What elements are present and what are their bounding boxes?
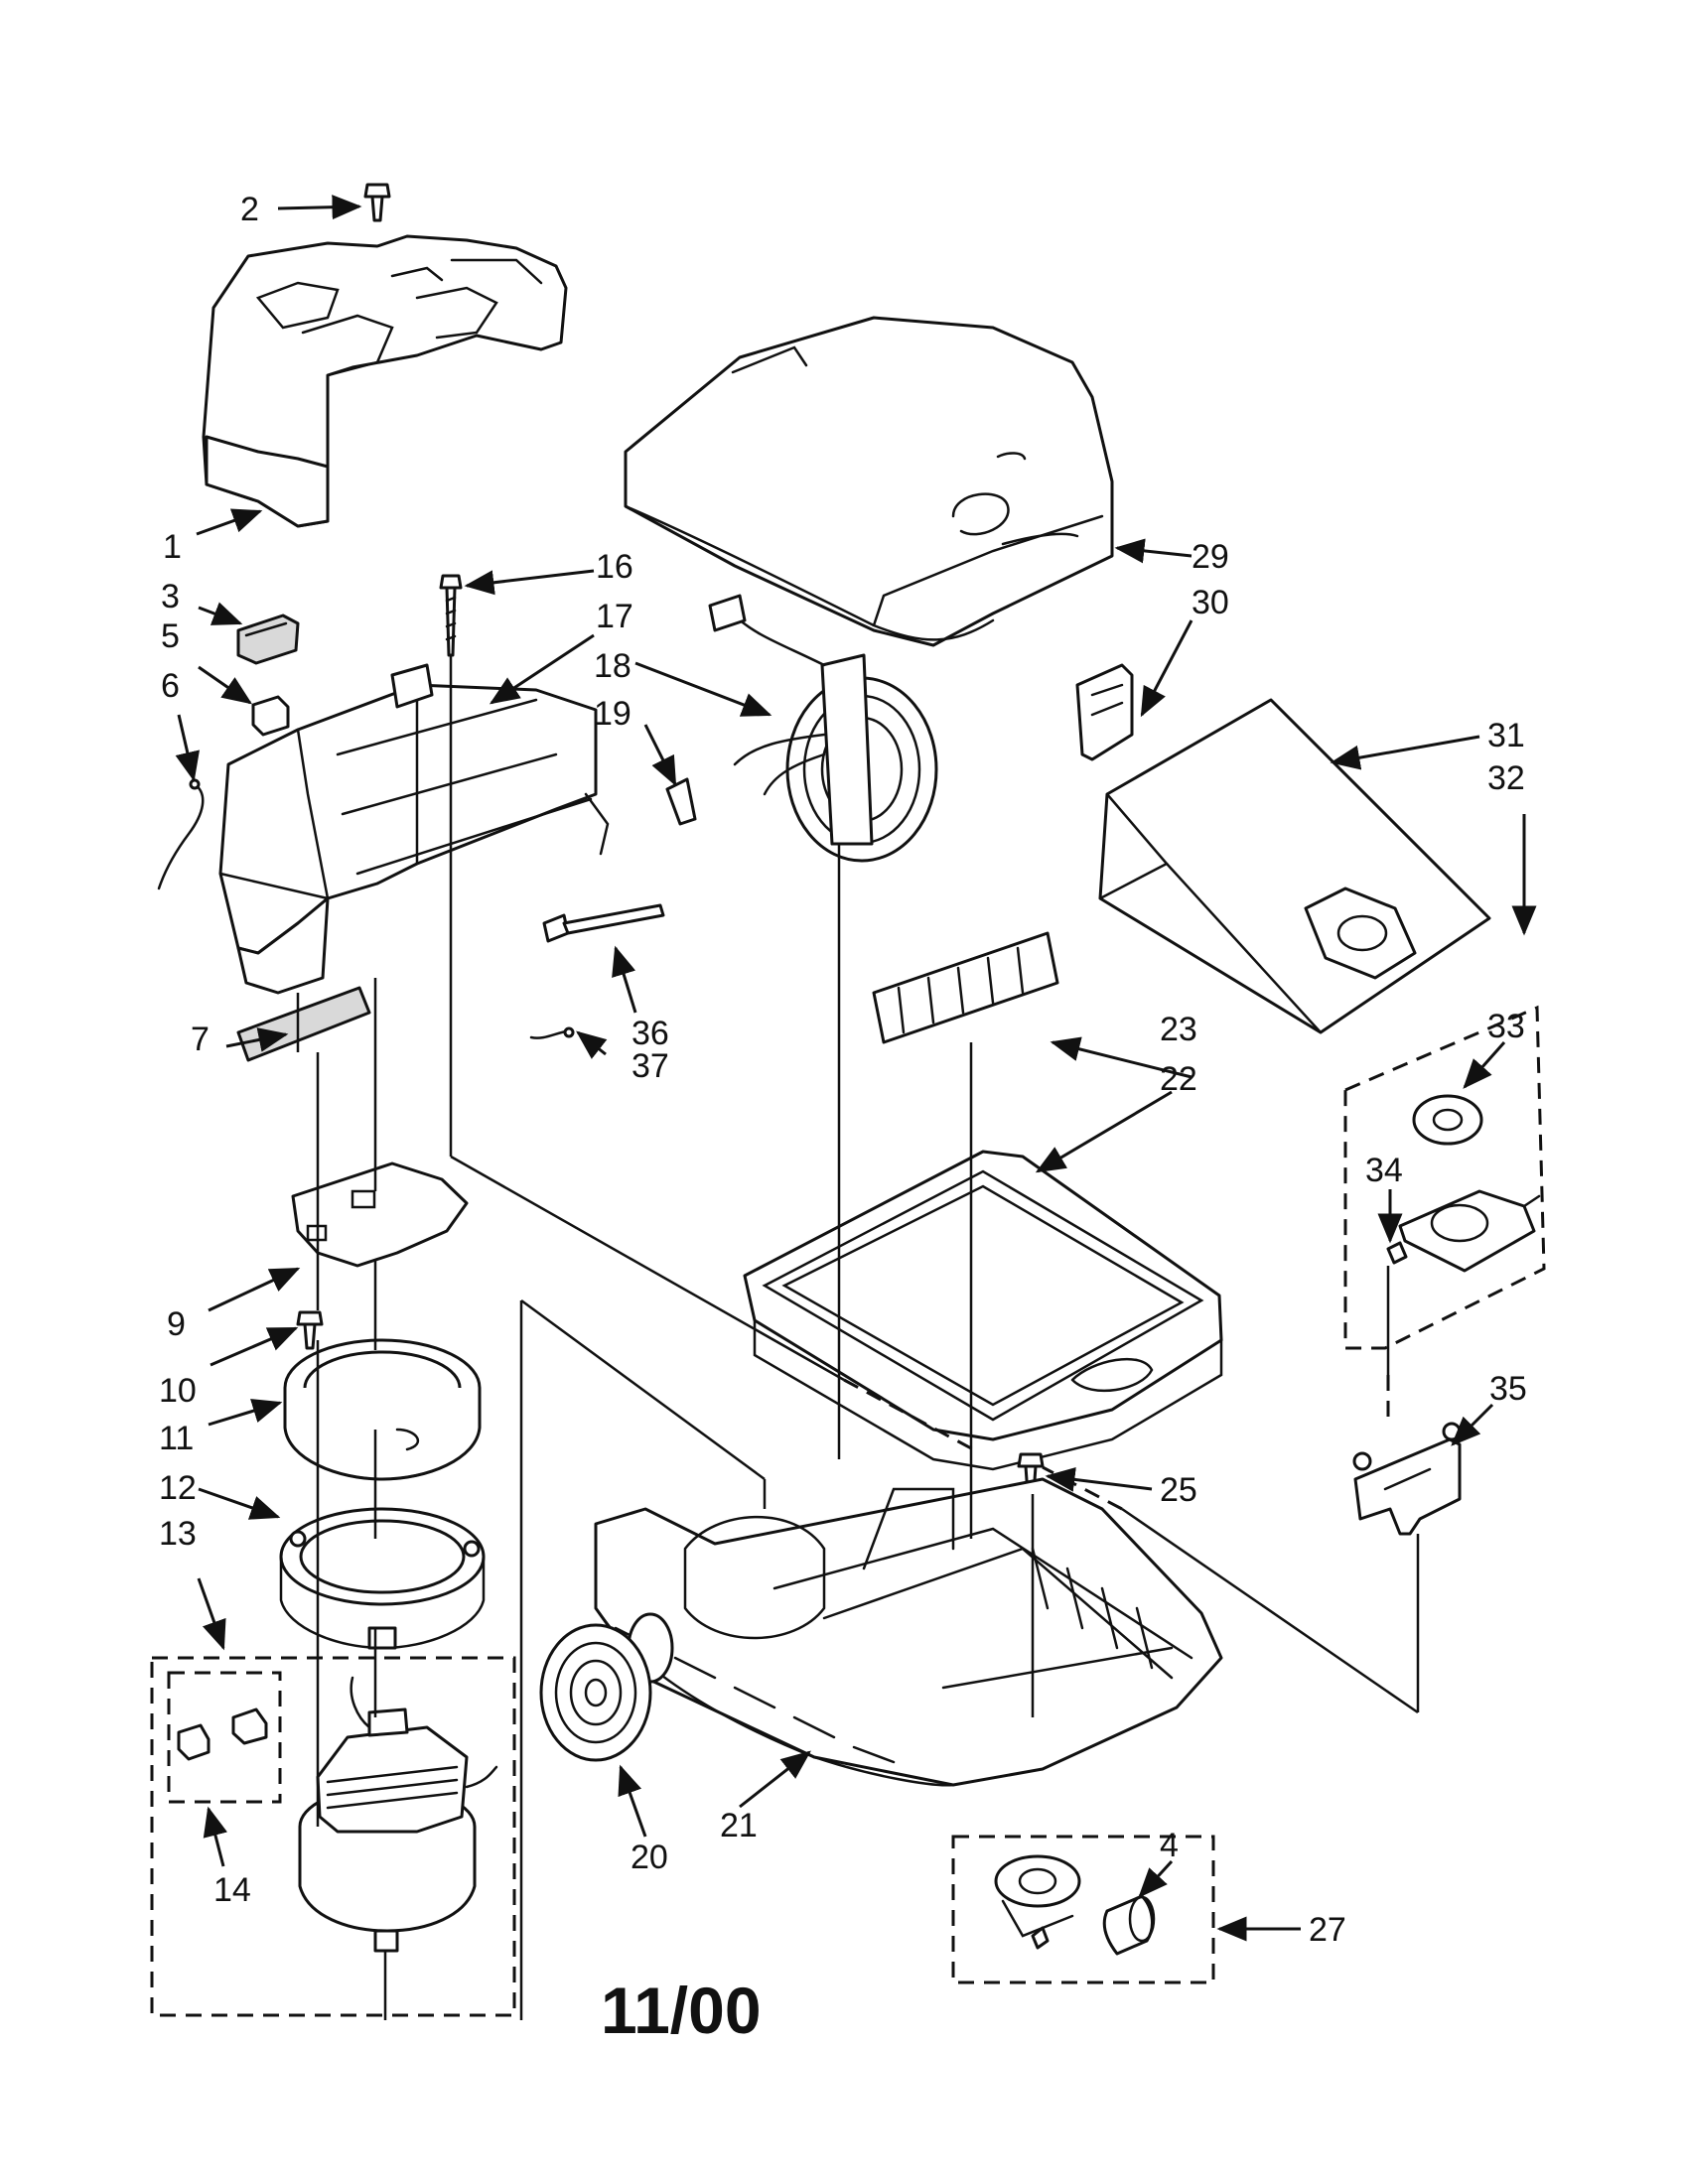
part-37-clip	[529, 1026, 575, 1039]
part-3-switch	[236, 614, 300, 665]
part-6-wire	[157, 778, 205, 890]
callout-11: 11	[159, 1420, 194, 1457]
part-22-grille	[872, 931, 1059, 1044]
callout-25: 25	[1160, 1471, 1197, 1509]
callout-30: 30	[1192, 584, 1229, 621]
part-18-cord-reel	[708, 594, 938, 863]
callout-16: 16	[596, 548, 633, 586]
callout-10: 10	[159, 1372, 197, 1410]
callout-13: 13	[159, 1515, 197, 1553]
callout-35: 35	[1489, 1370, 1527, 1408]
callout-1: 1	[163, 528, 182, 566]
part-7-filter-pad	[236, 986, 371, 1062]
part-16-screw	[439, 574, 463, 657]
callout-19: 19	[594, 695, 632, 733]
callout-6: 6	[161, 667, 180, 705]
part-12-motor-mount	[279, 1507, 486, 1650]
part-11-motor-ring	[283, 1338, 482, 1481]
callout-12: 12	[159, 1469, 197, 1507]
callout-32: 32	[1487, 759, 1525, 797]
callout-23: 23	[1160, 1011, 1197, 1048]
part-35-bag-bracket	[1352, 1422, 1462, 1536]
callout-36: 36	[632, 1015, 669, 1052]
group-13-motor-assembly-box	[150, 1656, 516, 2017]
part-34-spring	[1386, 1241, 1408, 1265]
callout-18: 18	[594, 647, 632, 685]
part-5-switch-bracket	[251, 695, 290, 737]
callout-4: 4	[1160, 1827, 1179, 1864]
callout-37: 37	[632, 1047, 669, 1085]
callout-33: 33	[1487, 1008, 1525, 1045]
part-21-base-housing	[594, 1477, 1223, 1787]
callout-labels: 2 1 3 5 6 7 9 10 11 12 13 14 16 17 18 19…	[159, 191, 1527, 2047]
part-14-brush-set	[177, 1707, 268, 1761]
callout-27: 27	[1309, 1911, 1346, 1949]
callout-31: 31	[1487, 717, 1525, 754]
callout-2: 2	[240, 191, 259, 228]
part-27-caster	[994, 1854, 1081, 1950]
part-13-motor	[298, 1676, 498, 1953]
callout-20: 20	[631, 1839, 668, 1876]
part-29-bag-cover	[624, 316, 1114, 647]
part-19-wire-connector	[665, 777, 697, 826]
assembly-guide-lines	[296, 655, 1420, 2020]
callout-3: 3	[161, 578, 180, 615]
part-17-motor-housing	[218, 663, 610, 995]
part-20-wheel	[539, 1623, 652, 1762]
part-30-bag-holder	[1075, 663, 1134, 761]
part-10-screw	[296, 1310, 324, 1350]
part-9-gasket	[291, 1161, 469, 1268]
callout-14: 14	[213, 1871, 251, 1909]
group-14-brush-box	[167, 1671, 282, 1804]
group-32-collar-box	[1343, 1005, 1546, 1350]
part-36-cable-tie	[542, 903, 665, 943]
part-32-bag-collar	[1398, 1189, 1541, 1273]
callout-29: 29	[1192, 538, 1229, 576]
part-33-seal	[1412, 1094, 1483, 1146]
part-31-dust-bag	[1098, 698, 1491, 1034]
callout-7: 7	[191, 1021, 210, 1058]
part-4-caster-roller	[1102, 1894, 1156, 1956]
part-1-top-cover	[202, 234, 568, 528]
date-code: 11/00	[601, 1974, 762, 2047]
callout-21: 21	[720, 1807, 758, 1844]
callout-17: 17	[596, 598, 633, 635]
callout-9: 9	[167, 1305, 186, 1343]
callout-22: 22	[1160, 1060, 1197, 1098]
callout-leaders	[175, 195, 1537, 1942]
callout-34: 34	[1365, 1152, 1403, 1189]
part-2-screw	[363, 183, 391, 222]
part-23-bag-frame	[743, 1150, 1223, 1471]
callout-5: 5	[161, 617, 180, 655]
